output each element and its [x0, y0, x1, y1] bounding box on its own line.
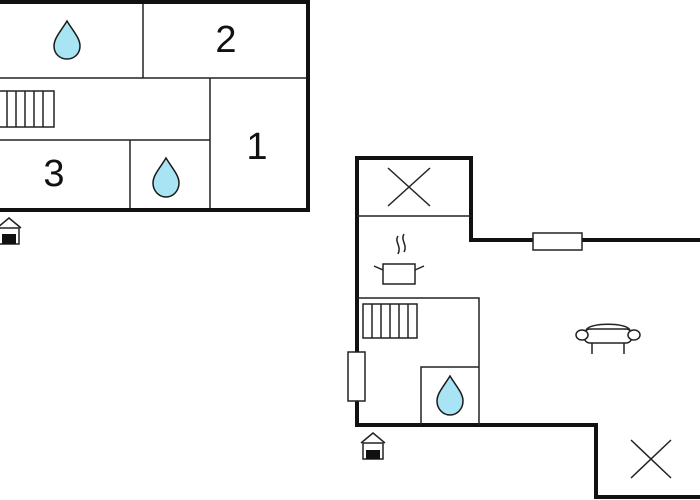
room-label-3: 3 [43, 153, 64, 195]
water-drop-icon [152, 156, 180, 198]
window-icon [347, 351, 366, 402]
water-drop-icon [436, 374, 464, 416]
house-entrance-icon [360, 432, 386, 460]
lower-floor [347, 156, 700, 499]
room-label-1: 1 [246, 126, 267, 168]
open-void-icon [387, 167, 431, 207]
lower-floor-outer-wall [355, 156, 700, 499]
water-drop-icon [53, 19, 81, 60]
open-void-icon [630, 439, 672, 479]
sofa-icon [575, 323, 641, 354]
room-label-2: 2 [215, 19, 236, 61]
upper-floor-outer-wall [0, 0, 310, 212]
partition-line [420, 366, 479, 425]
cooking-pot-icon [373, 233, 425, 285]
window-icon [532, 232, 583, 251]
partition-line [357, 297, 480, 425]
stairs-icon [362, 303, 418, 339]
upper-floor: 2 1 3 [0, 0, 310, 245]
stairs-icon [0, 90, 55, 128]
house-entrance-icon [0, 217, 22, 245]
